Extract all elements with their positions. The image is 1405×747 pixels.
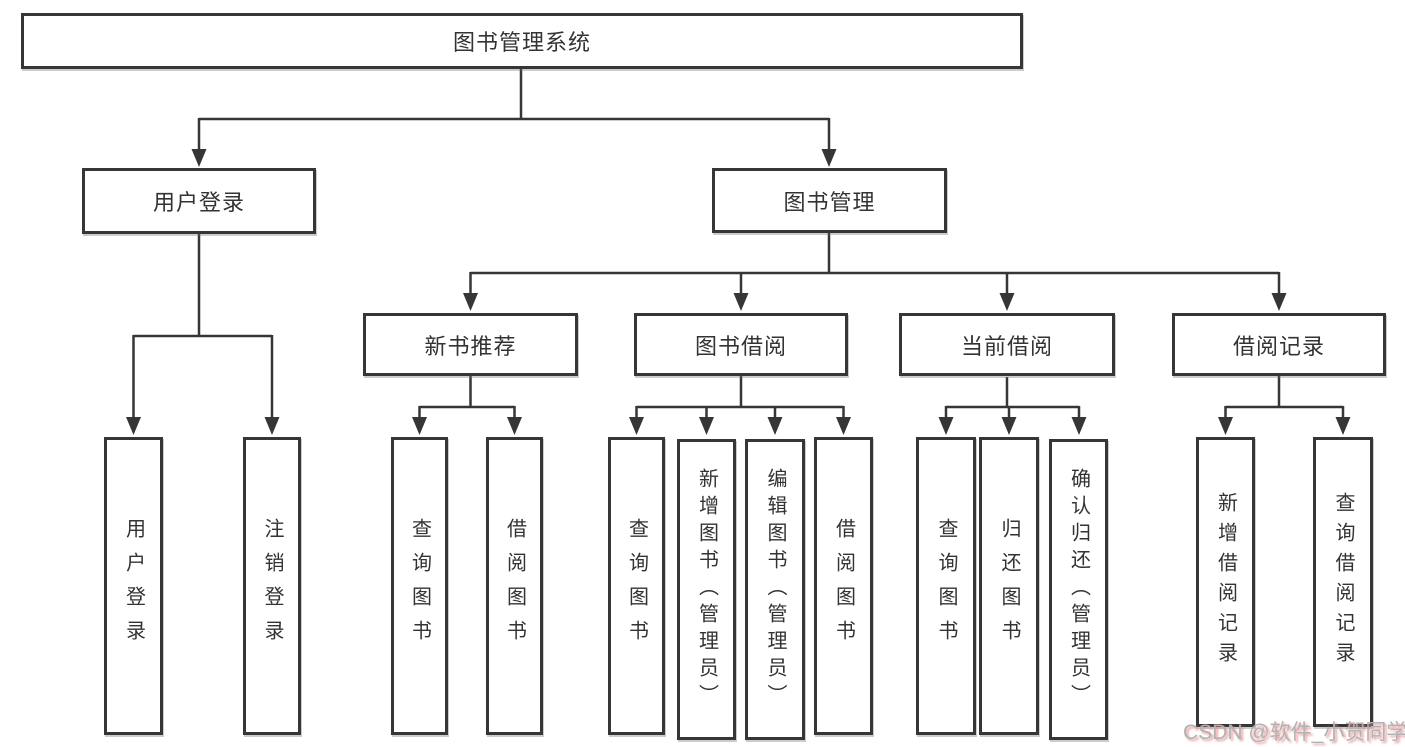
node-label: 确认归还（管理员） [1067, 468, 1090, 711]
node-label: 图书借阅 [694, 333, 787, 359]
node-label: 新增图书（管理员） [695, 468, 718, 711]
node-label: 查询图书 [408, 518, 431, 654]
node-leaf-query-books-borrow: 查询图书 [608, 437, 665, 735]
arrowheads [126, 149, 1351, 435]
node-leaf-confirm-return-admin: 确认归还（管理员） [1049, 439, 1108, 740]
node-leaf-logout: 注销登录 [243, 437, 301, 735]
node-label: 编辑图书（管理员） [764, 468, 786, 711]
node-book-borrowing: 图书借阅 [634, 313, 848, 376]
node-label: 新增借阅记录 [1214, 492, 1237, 672]
node-new-book-recommend: 新书推荐 [363, 313, 578, 376]
node-leaf-borrow-books-recommend: 借阅图书 [486, 437, 543, 735]
node-label: 注销登录 [261, 518, 283, 654]
node-label: 查询图书 [625, 518, 648, 654]
node-label: 用户登录 [152, 190, 245, 215]
node-leaf-borrow-books: 借阅图书 [814, 437, 873, 735]
node-label: 新书推荐 [424, 333, 517, 359]
node-label: 借阅图书 [832, 518, 855, 654]
node-library-system-root: 图书管理系统 [21, 13, 1023, 69]
node-leaf-query-books-recommend: 查询图书 [391, 437, 448, 735]
node-leaf-query-borrow-record: 查询借阅记录 [1313, 437, 1373, 727]
node-leaf-user-login: 用户登录 [104, 437, 163, 735]
node-label: 借阅图书 [503, 518, 526, 654]
node-leaf-return-books: 归还图书 [979, 437, 1039, 735]
node-borrowing-records: 借阅记录 [1172, 313, 1386, 376]
node-leaf-query-books-current: 查询图书 [916, 437, 976, 735]
node-label: 查询借阅记录 [1332, 492, 1354, 672]
csdn-watermark: CSDN @软件_小贺同学 [1183, 721, 1405, 744]
node-label: 借阅记录 [1232, 333, 1325, 359]
node-label: 归还图书 [998, 518, 1020, 654]
node-label: 当前借阅 [960, 333, 1053, 359]
node-label: 图书管理 [783, 189, 876, 215]
node-leaf-edit-books-admin: 编辑图书（管理员） [745, 439, 805, 740]
node-label: 用户登录 [122, 518, 145, 654]
node-leaf-add-borrow-record: 新增借阅记录 [1196, 437, 1255, 727]
node-book-management-branch: 图书管理 [712, 168, 947, 233]
node-user-login-branch: 用户登录 [82, 168, 316, 234]
node-current-borrowing: 当前借阅 [899, 313, 1115, 376]
node-leaf-add-books-admin: 新增图书（管理员） [677, 439, 736, 740]
node-label: 查询图书 [935, 518, 957, 654]
node-label: 图书管理系统 [452, 30, 591, 55]
